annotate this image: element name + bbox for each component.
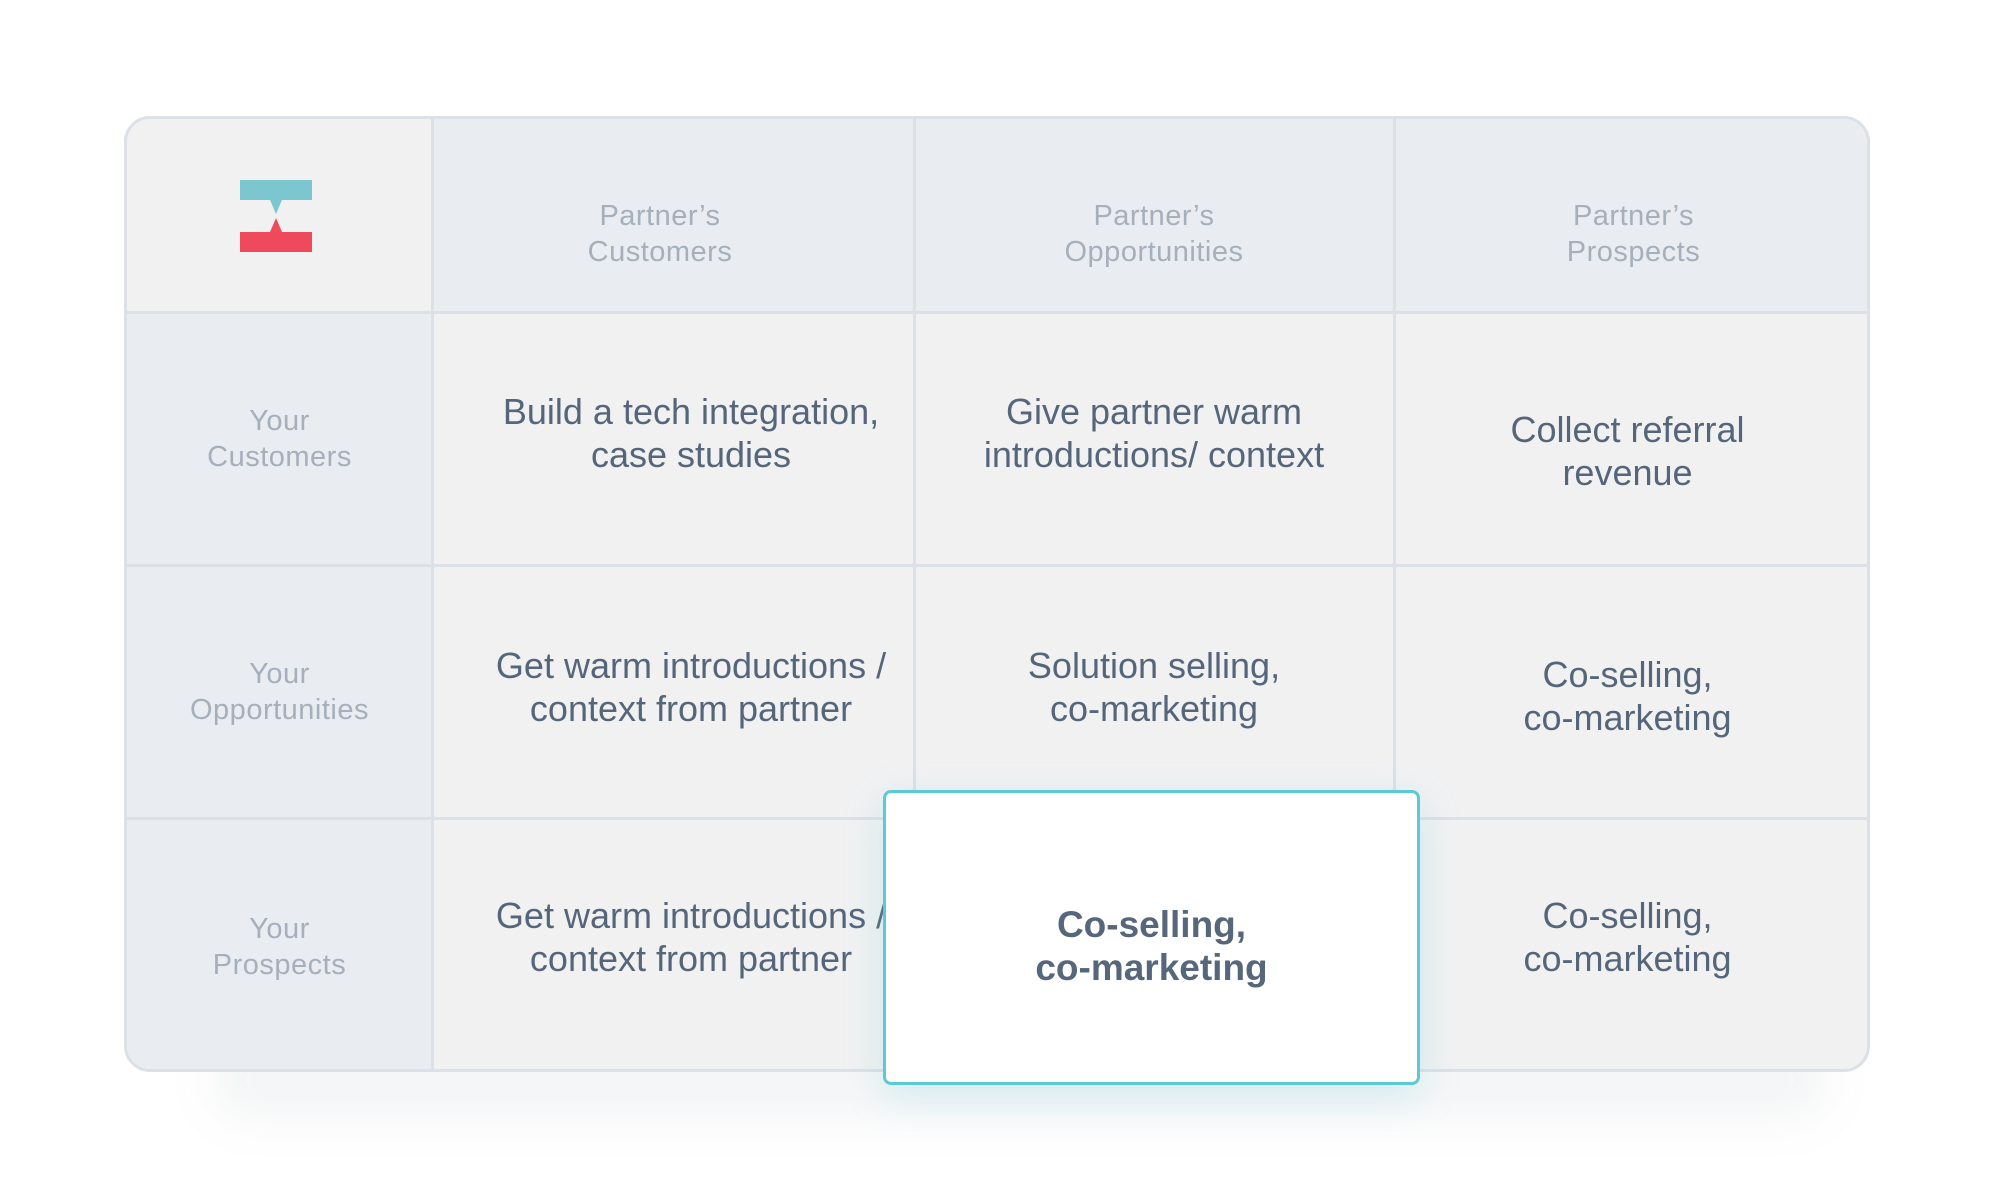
cell-text: Co-selling, co-marketing — [1523, 894, 1732, 979]
matrix-cell: Collect referral revenue — [1394, 312, 1867, 565]
logo-bottom-bar — [240, 218, 312, 252]
matrix-corner — [127, 119, 432, 312]
column-header-partner-opportunities: Partner’s Opportunities — [914, 119, 1394, 312]
crossbeam-logo-icon — [240, 180, 312, 252]
cell-text: Get warm introductions / context from pa… — [495, 894, 887, 979]
matrix-cell: Get warm introductions / context from pa… — [432, 818, 914, 1069]
grid-divider — [127, 564, 1867, 567]
cell-text: Get warm introductions / context from pa… — [495, 644, 887, 729]
column-header-partner-customers: Partner’s Customers — [432, 119, 914, 312]
grid-divider — [1393, 119, 1396, 1069]
row-header-label: Your Opportunities — [190, 657, 369, 726]
cell-text: Give partner warm introductions/ context — [983, 390, 1325, 475]
row-header-your-customers: Your Customers — [127, 312, 432, 565]
grid-divider — [431, 119, 434, 1069]
matrix-cell: Co-selling, co-marketing — [1394, 565, 1867, 818]
row-header-your-prospects: Your Prospects — [127, 818, 432, 1069]
column-header-label: Partner’s Prospects — [1566, 199, 1701, 268]
row-header-label: Your Customers — [207, 404, 352, 473]
column-header-partner-prospects: Partner’s Prospects — [1394, 119, 1867, 312]
column-header-label: Partner’s Customers — [587, 199, 733, 268]
highlighted-cell-text: Co-selling, co-marketing — [1035, 903, 1268, 988]
matrix-cell: Get warm introductions / context from pa… — [432, 565, 914, 818]
cell-text: Solution selling, co-marketing — [1027, 644, 1281, 729]
matrix-cell: Build a tech integration, case studies — [432, 312, 914, 565]
logo-top-bar — [240, 180, 312, 214]
row-header-your-opportunities: Your Opportunities — [127, 565, 432, 818]
cell-text: Collect referral revenue — [1510, 408, 1745, 493]
column-header-label: Partner’s Opportunities — [1064, 199, 1244, 268]
cell-text: Co-selling, co-marketing — [1523, 653, 1732, 738]
matrix-cell: Give partner warm introductions/ context — [914, 312, 1394, 565]
matrix-cell: Co-selling, co-marketing — [1394, 818, 1867, 1069]
matrix-cell: Solution selling, co-marketing — [914, 565, 1394, 818]
grid-divider — [127, 311, 1867, 314]
highlighted-cell: Co-selling, co-marketing — [883, 790, 1420, 1085]
row-header-label: Your Prospects — [212, 912, 347, 981]
cell-text: Build a tech integration, case studies — [502, 390, 880, 475]
grid-divider — [913, 119, 916, 1069]
